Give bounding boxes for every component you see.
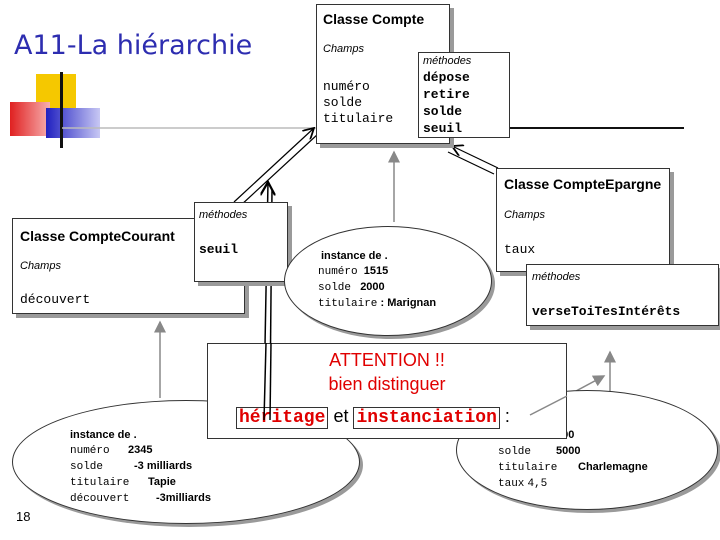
class-compte-method: dépose [423,70,470,85]
attention-heading: ATTENTION !! [329,350,445,370]
instance-compte-header: instance de . [321,250,388,262]
class-comptecourant-methodes-label: méthodes [199,209,248,221]
inherit-arrow-epargne-b [447,151,495,175]
class-compteepargne-field: taux [504,242,536,257]
instance-courant-header: instance de . [70,429,137,441]
attention-connector: et [333,406,349,426]
class-compte-field: solde [323,95,363,110]
inherit-arrow-courant-b [239,133,319,207]
class-comptecourant-method: seuil [199,242,239,257]
class-compte-methodes-label: méthodes [423,55,472,67]
class-compte-method: seuil [423,121,463,136]
inherit-arrow-courant-a [233,128,314,203]
logo-vertical-bar [60,72,63,148]
class-compte-title: Classe Compte [323,11,425,27]
attention-box: ATTENTION !! bien distinguer héritage et… [207,343,567,439]
class-compteepargne-title: Classe CompteEpargne [504,176,662,192]
instance-compte-row: numéro 1515 [318,265,389,278]
instance-epargne-row: taux 4,5 [498,478,548,490]
logo-red-square [10,102,50,136]
instance-courant-row: solde-3 milliards [70,460,193,473]
class-comptecourant-field: découvert [20,292,91,307]
class-compte-method: retire [423,87,470,102]
page-number: 18 [16,509,31,524]
slide-logo [8,72,108,152]
class-compte-field: numéro [323,79,370,94]
class-compteepargne-box: Classe CompteEpargne Champs taux [496,168,670,272]
instance-compte-row: titulaire : Marignan [318,297,437,310]
class-compte-fields: numéro solde titulaire [323,79,393,127]
class-compte-methods: dépose retire solde seuil [423,69,470,137]
instance-compte-row: solde 2000 [318,281,385,294]
class-compte-champs-label: Champs [323,43,364,55]
class-comptecourant-title: Classe CompteCourant [20,228,175,244]
heritage-keyword: héritage [236,407,329,429]
attention-keywords: héritage et instanciation : [236,406,510,429]
class-compteepargne-methodes-label: méthodes [532,271,581,283]
instance-compte-ellipse [284,226,492,336]
instanciation-keyword: instanciation [353,407,500,429]
inherit-arrow-epargne-a [452,146,499,169]
class-compte-field: titulaire [323,111,394,126]
class-comptecourant-champs-label: Champs [20,260,61,272]
class-compteepargne-champs-label: Champs [504,209,545,221]
attention-subheading: bien distinguer [328,374,446,394]
logo-blue-square [46,108,100,138]
class-comptecourant-methods-box: méthodes seuil [194,202,288,282]
class-compte-methods-box: méthodes dépose retire solde seuil [418,52,510,138]
class-compte-method: solde [423,104,463,119]
instance-epargne-header: . [564,413,648,428]
attention-suffix: : [504,406,510,426]
instance-compte-text: instance de . numéro 1515 solde 2000 tit… [318,249,436,312]
class-compteepargne-method: verseToiTesIntérêts [532,304,681,319]
slide-title: A11-La hiérarchie [14,30,253,61]
class-compteepargne-methods-box: méthodes verseToiTesIntérêts [526,264,719,326]
instance-courant-row: découvert-3milliards [70,492,212,505]
